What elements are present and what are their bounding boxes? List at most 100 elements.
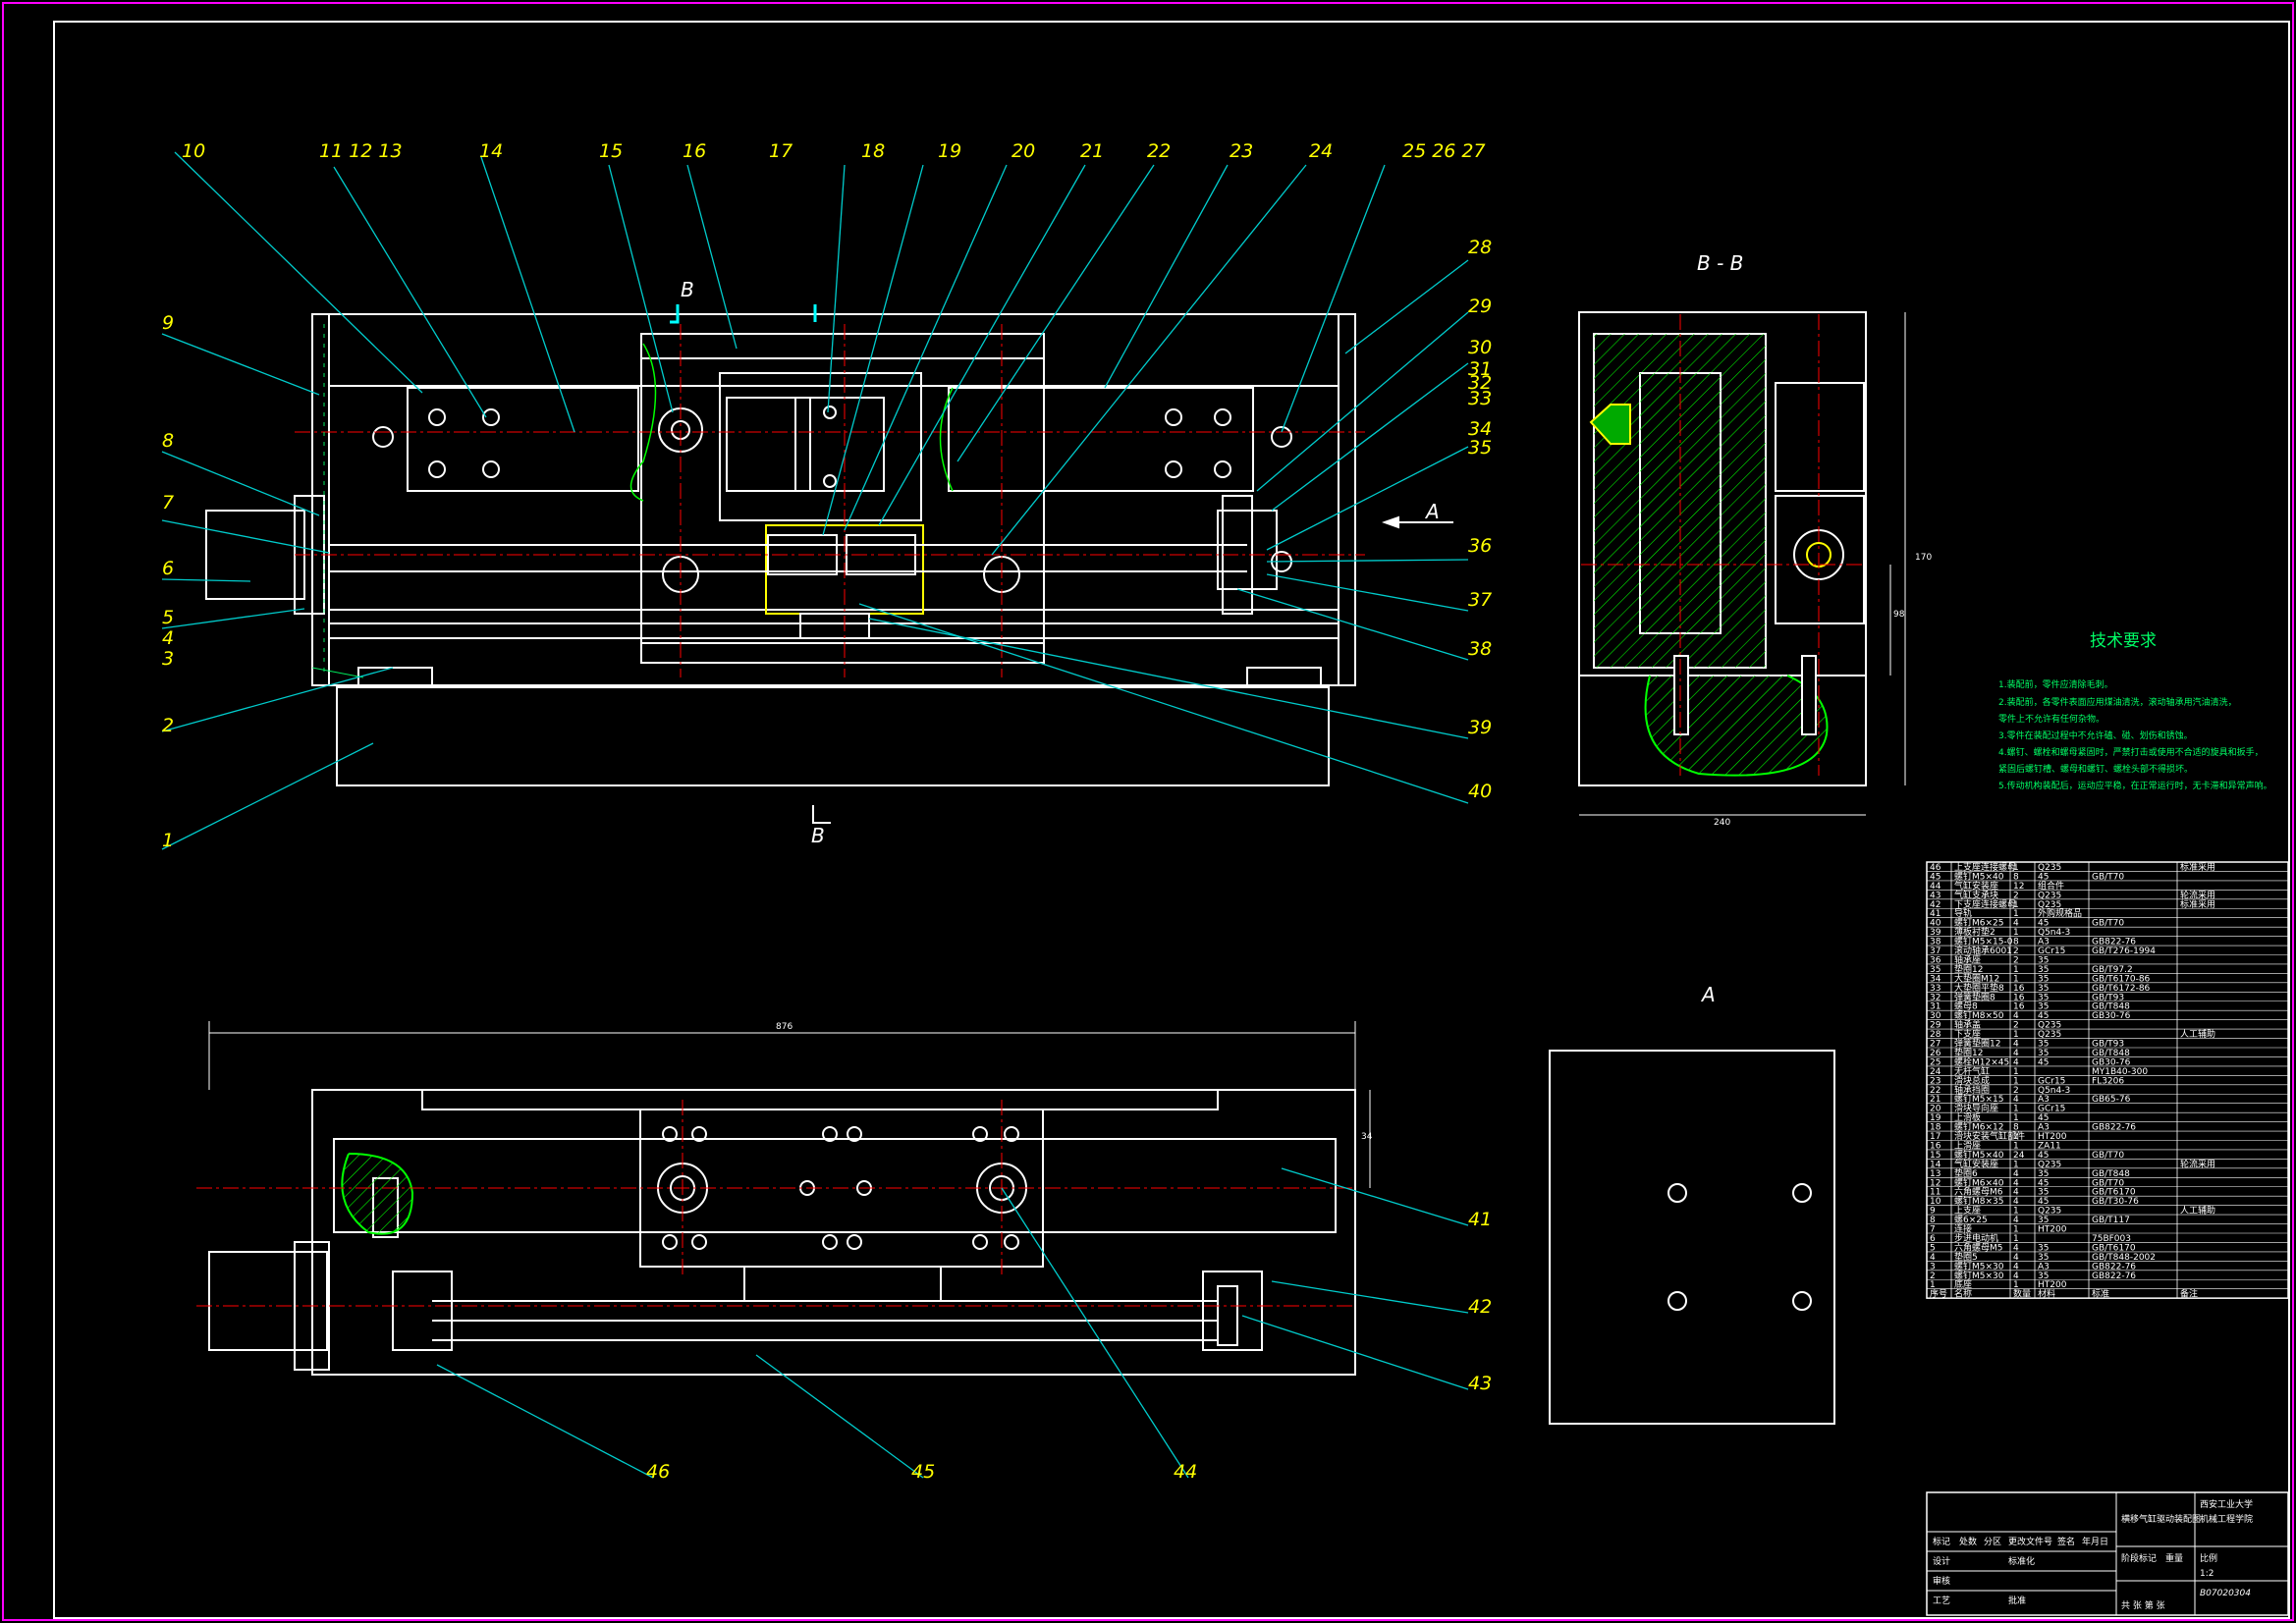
bom-cell: GB30-76: [2092, 1011, 2131, 1021]
bom-cell: 35: [2038, 1188, 2049, 1198]
section-bb-view: B - B 240 170 98: [1578, 251, 1932, 828]
balloon-37: 37: [1468, 589, 1492, 611]
title-block: 西安工业大学 机械工程学院 横移气缸驱动装配图 阶段标记 重量 比例 1:2 共…: [1926, 1491, 2289, 1616]
bom-cell: GB822-76: [2092, 938, 2136, 947]
tech-note-5: 4.螺钉、螺栓和螺母紧固时，严禁打击或使用不合适的旋具和扳手，: [1998, 746, 2264, 758]
bom-cell: 11: [1930, 1188, 1941, 1198]
bom-cell: 38: [1930, 938, 1941, 947]
bom-cell: 螺钉M5×40: [1954, 871, 2004, 882]
bom-cell: GB/T6172-86: [2092, 984, 2151, 994]
bom-cell: 螺钉M5×30: [1954, 1271, 2004, 1281]
tb-checker: 审核: [1933, 1575, 1950, 1587]
bom-cell: 3: [1930, 1262, 1936, 1271]
balloon-labels-front: 10 11 12 13 14 15 16 17 18 19 20 21 22 2…: [162, 140, 1492, 851]
bom-cell: 24: [1930, 1067, 1941, 1077]
tb-scale-label: 比例: [2200, 1552, 2217, 1564]
bom-cell: 8: [2013, 938, 2019, 947]
bom-cell: 1: [2013, 1160, 2019, 1169]
dim-top-width: 876: [776, 1022, 793, 1032]
bom-cell: 垫圈12: [1954, 963, 1983, 975]
bom-cell: Q235: [2038, 891, 2061, 900]
bom-cell: 组合件: [2038, 880, 2064, 892]
bom-cell: 1: [2013, 1225, 2019, 1235]
tb-approver: 批准: [2008, 1595, 2026, 1606]
balloon-39: 39: [1468, 717, 1492, 738]
tb-dept: 机械工程学院: [2200, 1513, 2253, 1525]
bom-cell: 5: [1930, 1243, 1936, 1253]
bom-cell: 17: [1930, 1132, 1941, 1142]
balloon-28: 28: [1468, 237, 1492, 258]
tb-mass: 重量: [2165, 1552, 2183, 1564]
bom-cell: 六角螺母M6: [1954, 1186, 2003, 1198]
view-a: [1549, 1050, 1835, 1425]
bom-header-cell: 材料: [2038, 1288, 2055, 1300]
bom-cell: GB822-76: [2092, 1271, 2136, 1281]
tb-school: 西安工业大学: [2200, 1498, 2253, 1510]
bom-cell: 轴承盖: [1954, 1019, 1981, 1031]
bom-cell: 1: [2013, 909, 2019, 919]
bom-header-cell: 序号: [1930, 1288, 1947, 1300]
bom-cell: A3: [2038, 1262, 2050, 1271]
bom-cell: 螺母8: [1954, 1001, 1978, 1012]
bom-cell: 1: [2013, 1067, 2019, 1077]
bom-cell: 45: [2038, 1151, 2049, 1161]
bom-cell: 39: [1930, 928, 1941, 938]
bom-cell: GB/T276-1994: [2092, 947, 2156, 956]
bom-cell: Q235: [2038, 1160, 2061, 1169]
bom-cell: GCr15: [2038, 1076, 2065, 1086]
bom-cell: 1: [2013, 1076, 2019, 1086]
bom-cell: 8: [1930, 1216, 1936, 1225]
tb-standard: 标准化: [2008, 1555, 2035, 1567]
balloon-11-13: 11 12 13: [319, 140, 403, 162]
bom-cell: 垫圈12: [1954, 1047, 1983, 1058]
tech-note-6: 紧固后螺钉槽、螺母和螺钉、螺栓头部不得损坏。: [1998, 763, 2193, 775]
bom-cell: GB/T848-2002: [2092, 1253, 2156, 1263]
balloon-17: 17: [769, 140, 793, 162]
bom-cell: 21: [1930, 1095, 1941, 1105]
balloon-1: 1: [162, 830, 174, 851]
balloon-32: 32: [1468, 372, 1492, 394]
view-a-title: A: [1700, 983, 1716, 1006]
bom-cell: 气缸安装座: [1954, 1158, 1998, 1169]
bom-cell: A3: [2038, 938, 2050, 947]
balloon-23: 23: [1230, 140, 1253, 162]
bom-cell: GB822-76: [2092, 1123, 2136, 1133]
bom-cell: 步进电动机: [1954, 1232, 1998, 1244]
bom-cell: 45: [2038, 1057, 2049, 1067]
bom-cell: 43: [1930, 891, 1941, 900]
bom-cell: 45: [1930, 872, 1941, 882]
bom-cell: 1: [2013, 1132, 2019, 1142]
front-view-leaders: [161, 151, 1469, 850]
bom-cell: 41: [1930, 909, 1941, 919]
bom-cell: GB65-76: [2092, 1095, 2131, 1105]
tb-row-change: 更改文件号: [2008, 1536, 2052, 1547]
balloon-44: 44: [1174, 1461, 1197, 1483]
balloon-3: 3: [162, 648, 174, 670]
balloon-33: 33: [1468, 388, 1492, 409]
tb-row-date: 年月日: [2082, 1536, 2108, 1547]
bom-cell: 弹簧垫圈12: [1954, 1038, 2000, 1050]
bom-cell: 4: [2013, 1243, 2019, 1253]
bom-cell: GB/T93: [2092, 1040, 2124, 1050]
bom-cell: 轮流采用: [2180, 1158, 2215, 1169]
bom-cell: A3: [2038, 1095, 2050, 1105]
bom-cell: 4: [2013, 1253, 2019, 1263]
bom-cell: 1: [2013, 1280, 2019, 1290]
bom-cell: Q235: [2038, 1030, 2061, 1040]
bom-cell: 1: [2013, 928, 2019, 938]
balloon-25-27: 25 26 27: [1402, 140, 1486, 162]
bom-cell: 35: [2038, 1040, 2049, 1050]
bom-cell: GCr15: [2038, 1105, 2065, 1114]
bom-cell: GB/T848: [2092, 1002, 2130, 1012]
bom-cell: 46: [1930, 863, 1941, 873]
section-marks: [812, 515, 1453, 824]
bom-cell: 无杆气缸: [1954, 1065, 1990, 1077]
bom-cell: 六角螺母M5: [1954, 1241, 2003, 1253]
top-view-details: [196, 1100, 1355, 1307]
tech-note-1: 1.装配前，零件应清除毛刺。: [1998, 678, 2113, 690]
bom-cell: 外购规格品: [2038, 907, 2082, 919]
bom-cell: GB/T6170: [2092, 1188, 2136, 1198]
bom-cell: 8: [2013, 1123, 2019, 1133]
section-b-top: B: [681, 278, 694, 301]
bom-cell: GB/T70: [2092, 919, 2124, 929]
